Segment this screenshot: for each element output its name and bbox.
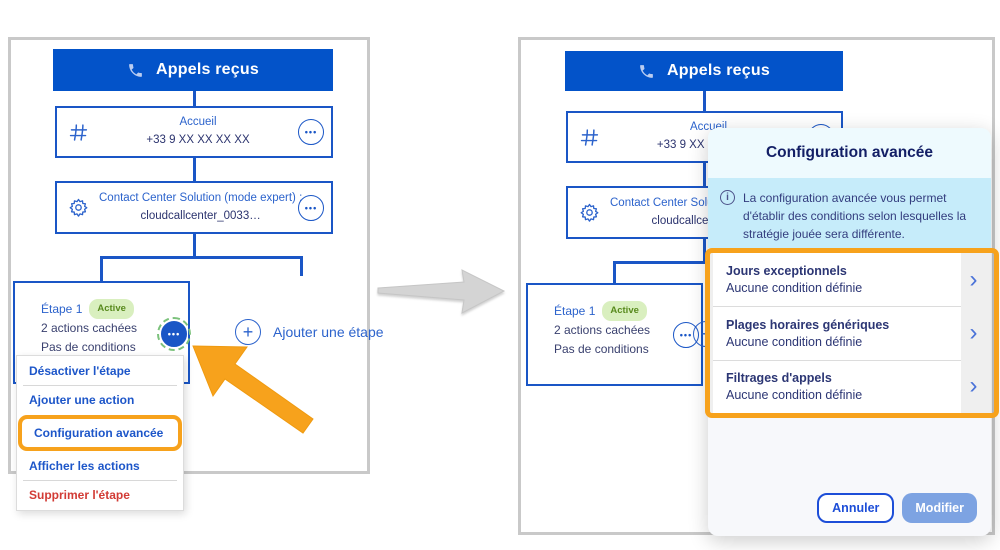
advanced-configuration-modal: Configuration avancée i La configuration… xyxy=(705,128,999,536)
node-accueil-title: Accueil xyxy=(179,116,217,129)
condition-subtitle: Aucune condition définie xyxy=(726,334,863,349)
condition-subtitle: Aucune condition définie xyxy=(726,281,863,296)
chevron-right-icon: › xyxy=(969,372,978,400)
connector-branch xyxy=(613,261,796,264)
plus-icon: + xyxy=(235,319,261,345)
condition-row-call-filtering[interactable]: Filtrages d'appels Aucune condition défi… xyxy=(713,359,986,413)
step-context-menu: Désactiver l'étape Ajouter une action Co… xyxy=(16,355,184,511)
chevron-right-icon: › xyxy=(969,318,978,346)
menu-item-add-action[interactable]: Ajouter une action xyxy=(29,393,135,407)
step-title: Étape 1 xyxy=(554,303,596,318)
condition-list: Jours exceptionnels Aucune condition déf… xyxy=(705,248,999,418)
condition-row-generic-time-slots[interactable]: Plages horaires génériques Aucune condit… xyxy=(713,306,986,360)
step-more-button[interactable]: ••• xyxy=(157,317,191,351)
right-flow-panel: Appels reçus Accueil +33 9 XX XX XX XX •… xyxy=(518,37,999,536)
incoming-calls-title: Appels reçus xyxy=(667,62,770,79)
connector xyxy=(193,234,196,256)
node-accueil-number: +33 9 XX XX XX XX xyxy=(146,134,250,146)
gear-icon xyxy=(57,197,99,218)
node-contact-subtitle: cloudcallcenter_0033… xyxy=(140,209,261,222)
node-accueil: Accueil +33 9 XX XX XX XX ••• xyxy=(55,106,333,158)
menu-item-deactivate-step[interactable]: Désactiver l'étape xyxy=(29,364,131,378)
modal-info-text: La configuration avancée vous permet d'é… xyxy=(743,191,967,241)
contact-more-button[interactable]: ••• xyxy=(298,194,324,221)
add-step-label: Ajouter une étape xyxy=(273,324,384,340)
condition-row-exceptional-days[interactable]: Jours exceptionnels Aucune condition déf… xyxy=(713,253,986,307)
annotation-arrow xyxy=(192,345,314,434)
connector xyxy=(100,256,103,281)
connector xyxy=(613,261,616,283)
accueil-more-button[interactable]: ••• xyxy=(298,119,324,145)
connector xyxy=(193,158,196,181)
step-hidden-actions: 2 actions cachées xyxy=(554,323,651,338)
modal-footer: Annuler Modifier xyxy=(708,418,991,536)
hash-icon xyxy=(57,122,99,143)
menu-item-show-actions[interactable]: Afficher les actions xyxy=(29,459,140,473)
annotation-highlight-box: Configuration avancée xyxy=(18,415,182,451)
incoming-calls-header: Appels reçus xyxy=(53,49,333,91)
cancel-button[interactable]: Annuler xyxy=(817,493,895,523)
modify-button[interactable]: Modifier xyxy=(902,493,977,523)
step-1-card: Étape 1 Active 2 actions cachées Pas de … xyxy=(526,283,703,386)
gear-icon xyxy=(568,202,610,223)
menu-item-advanced-configuration[interactable]: Configuration avancée xyxy=(34,426,164,440)
step-status-badge: Active xyxy=(89,299,134,320)
menu-separator xyxy=(23,385,177,386)
condition-title: Filtrages d'appels xyxy=(726,371,832,386)
step-conditions: Pas de conditions xyxy=(554,342,649,357)
connector xyxy=(300,256,303,276)
condition-title: Jours exceptionnels xyxy=(726,264,847,279)
incoming-calls-header: Appels reçus xyxy=(565,51,843,91)
chevron-right-icon: › xyxy=(969,265,978,293)
menu-separator xyxy=(23,480,177,481)
phone-icon xyxy=(127,62,144,79)
node-contact-title: Contact Center Solution (mode expert) : xyxy=(99,191,303,204)
step-title: Étape 1 xyxy=(41,301,83,316)
modal-info-banner: i La configuration avancée vous permet d… xyxy=(708,178,991,248)
menu-item-delete-step[interactable]: Supprimer l'étape xyxy=(29,488,130,502)
transition-arrow xyxy=(377,269,506,314)
step-conditions: Pas de conditions xyxy=(41,340,136,355)
hash-icon xyxy=(568,127,610,148)
info-icon: i xyxy=(720,190,735,205)
connector xyxy=(703,91,706,111)
connector-branch xyxy=(100,256,303,259)
step-hidden-actions: 2 actions cachées xyxy=(41,321,138,336)
left-flow-panel: Appels reçus Accueil +33 9 XX XX XX XX •… xyxy=(8,37,384,511)
connector xyxy=(703,239,706,261)
condition-title: Plages horaires génériques xyxy=(726,317,890,332)
add-step-button[interactable]: + Ajouter une étape xyxy=(235,319,384,345)
condition-subtitle: Aucune condition définie xyxy=(726,388,863,403)
step-status-badge: Active xyxy=(602,301,647,322)
phone-icon xyxy=(638,63,655,80)
connector xyxy=(193,91,196,106)
node-contact-center: Contact Center Solution (mode expert) : … xyxy=(55,181,333,234)
modal-title: Configuration avancée xyxy=(708,128,991,178)
connector xyxy=(703,163,706,186)
incoming-calls-title: Appels reçus xyxy=(156,61,259,78)
